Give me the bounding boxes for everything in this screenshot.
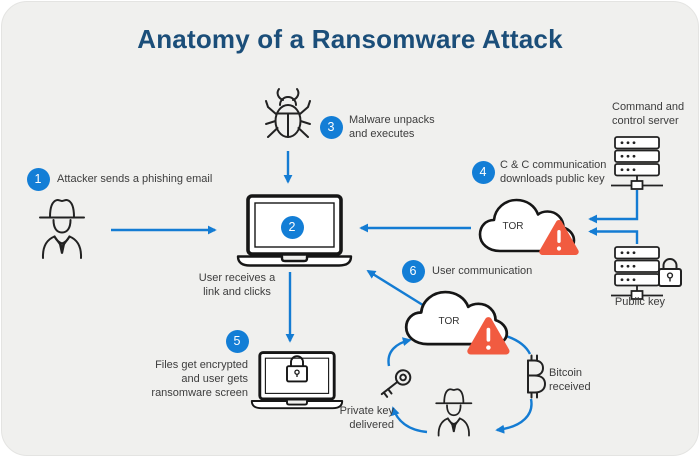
server-icon [611,246,663,300]
step-4-label: C & C communication downloads public key [500,159,607,185]
step-badge-3: 3 [319,115,343,139]
public-key-label: Public key [614,296,666,308]
arrow-tor-to-bitcoin [505,334,532,355]
command-control-label: Command and control server [612,101,685,127]
step-badge-2: 2 [280,215,304,239]
arrow-user-communication [366,269,427,309]
step-badge-1: 1 [26,167,50,191]
padlock-icon [658,258,682,287]
warning-triangle-icon [467,317,510,355]
attacker-icon [39,199,85,259]
step-5-label: Files get encrypted and user gets ransom… [151,359,248,399]
tor-label-bottom: TOR [438,316,460,327]
warning-triangle-icon [539,220,579,255]
page-title: Anatomy of a Ransomware Attack [137,24,563,54]
arrow-key-to-tor [387,337,412,367]
tor-label-top: TOR [502,221,524,232]
arrow-attacker-to-key [391,406,428,434]
flow-arrows [111,151,639,434]
user-receives-label: User receives a link and clicks [198,272,276,298]
step-3-label: Malware unpacks and executes [349,114,435,140]
bug-icon [265,88,311,138]
private-key-label: Private key delivered [339,405,394,431]
bitcoin-received-label: Bitcoin received [549,367,591,393]
step-6-label: User communication [432,265,533,277]
server-icon [611,136,663,190]
arrow-cc-server-to-tor [588,190,639,224]
key-icon [380,369,412,398]
step-1-label: Attacker sends a phishing email [57,173,213,185]
arrow-publickey-to-tor [588,227,639,244]
step-badge-6: 6 [401,259,425,283]
arrow-bitcoin-to-attacker [495,398,533,434]
step-badge-5: 5 [225,329,249,353]
locked-laptop-icon [250,351,344,410]
attacker-icon [435,388,473,437]
bitcoin-icon [527,354,547,399]
step-badge-4: 4 [471,160,495,184]
